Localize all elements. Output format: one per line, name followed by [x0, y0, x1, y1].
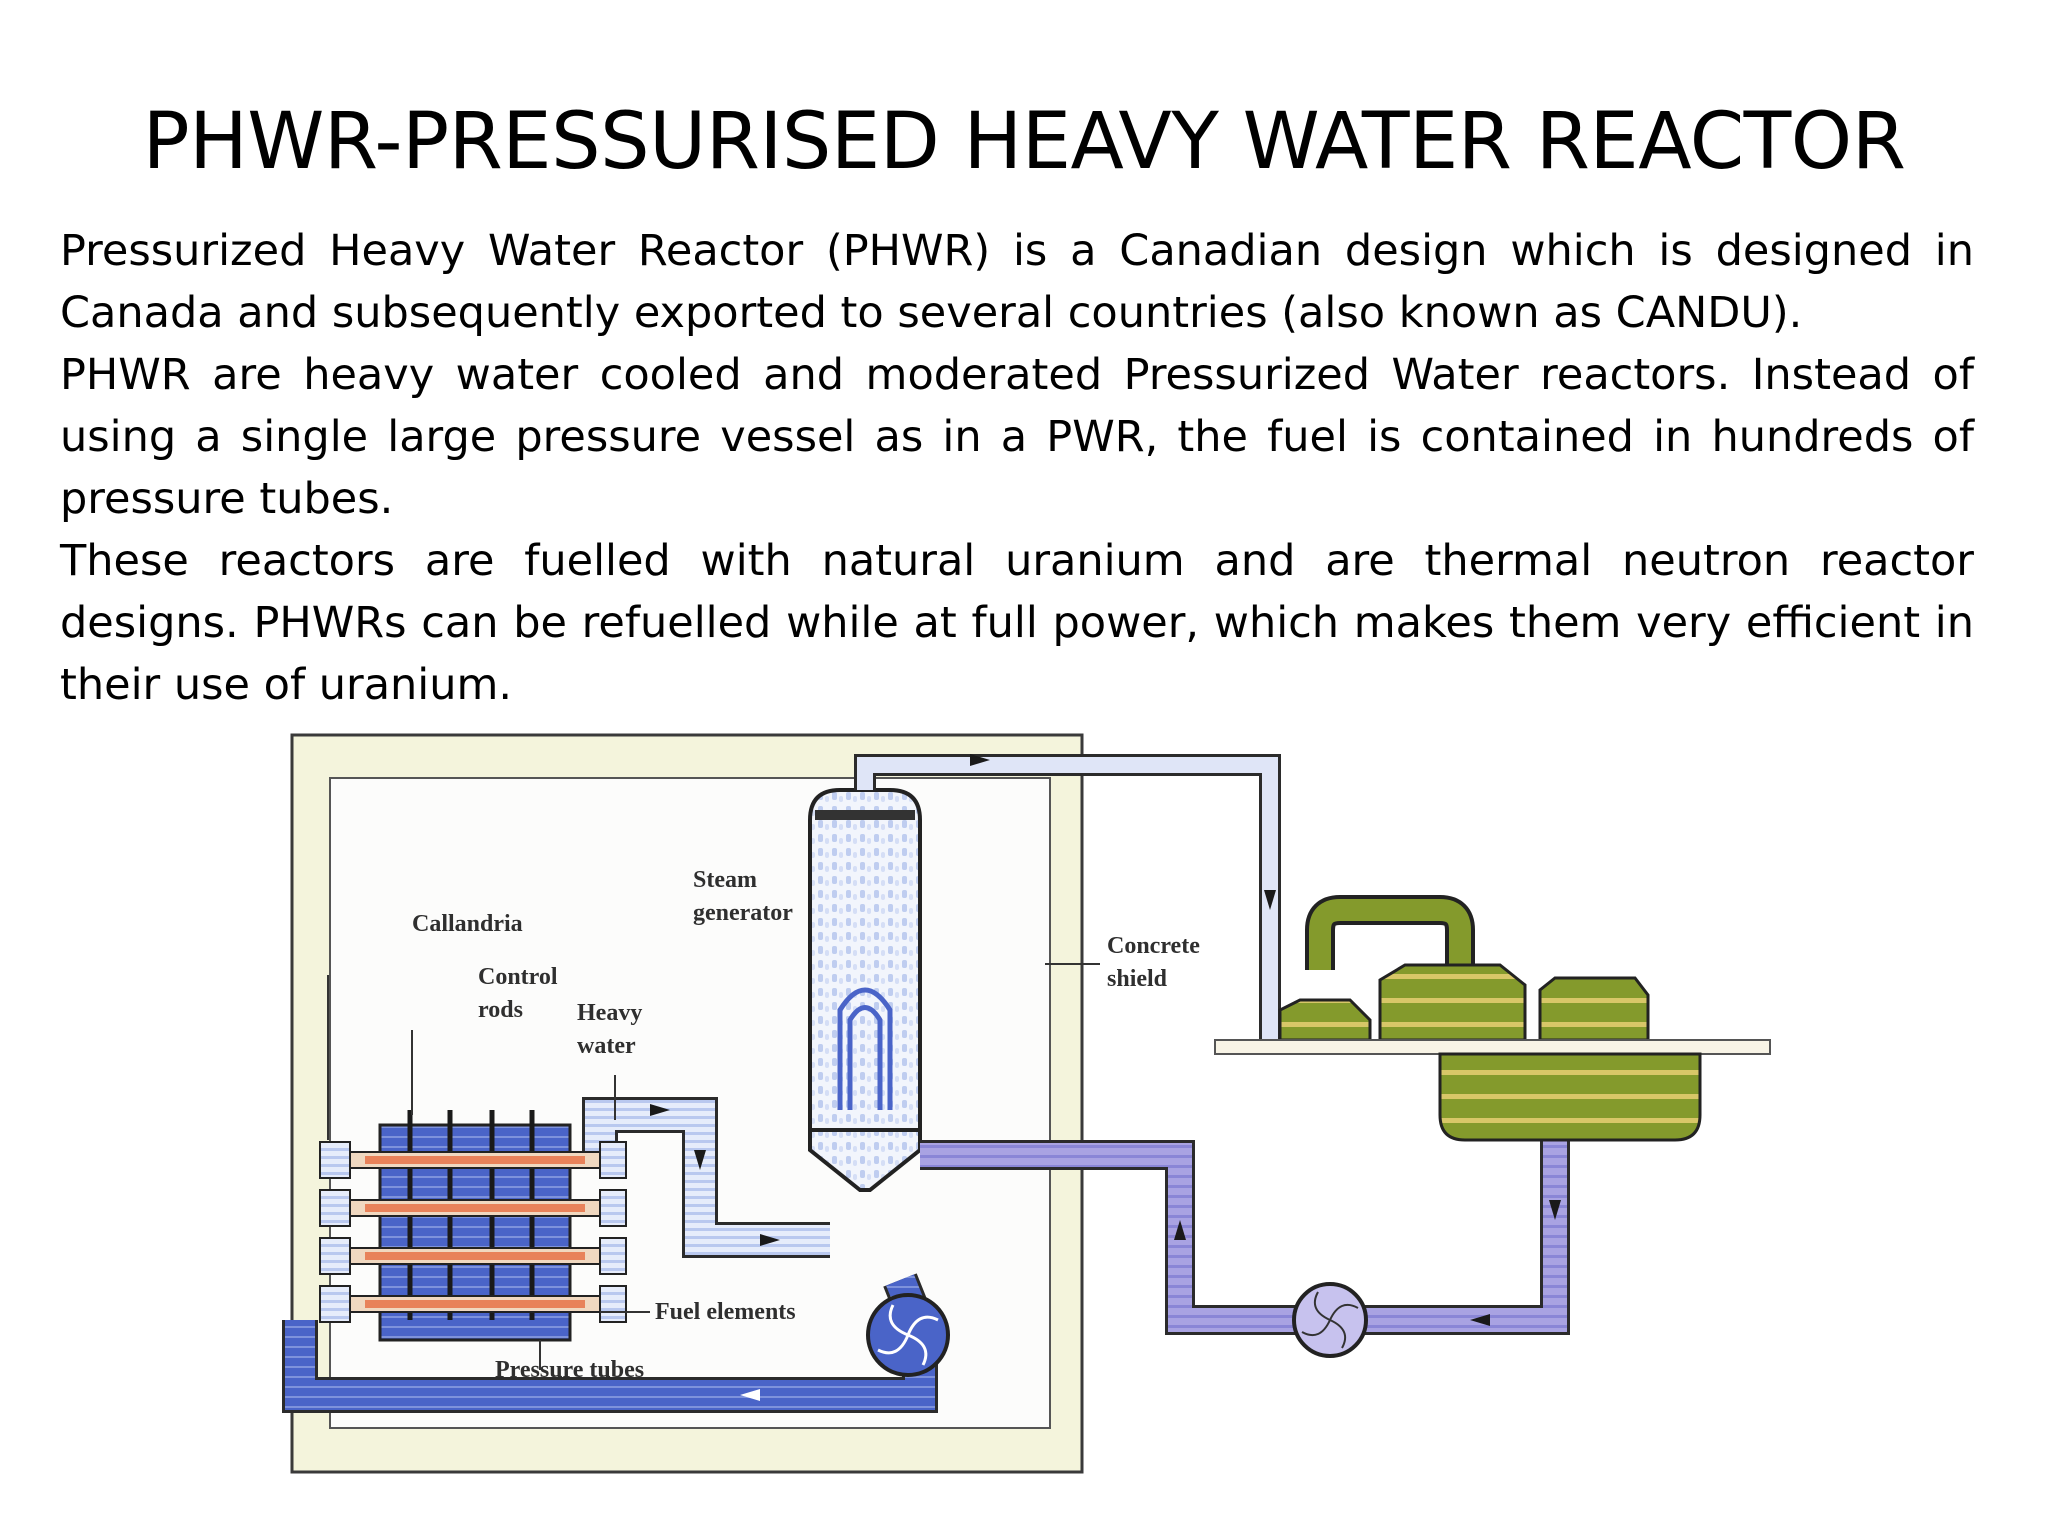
label-control-rods-line1: Control: [478, 964, 558, 990]
label-steam-generator-line2: generator: [693, 900, 793, 926]
label-heavy-water-line1: Heavy: [577, 1000, 642, 1026]
label-pressure-tubes: Pressure tubes: [495, 1357, 644, 1383]
label-concrete-shield-line2: shield: [1107, 966, 1168, 992]
flow-arrow: [1549, 1200, 1561, 1220]
steam-generator: [808, 788, 922, 1192]
flow-arrow: [970, 754, 990, 766]
label-heavy-water-line2: water: [577, 1033, 636, 1059]
flow-arrow: [650, 1104, 670, 1116]
hp-turbine: [1278, 998, 1372, 1042]
label-pointers: [327, 963, 1100, 1370]
generator: [1538, 976, 1650, 1042]
primary-pump: [866, 1293, 950, 1377]
flow-arrow: [760, 1234, 780, 1246]
steam-separators: [815, 810, 915, 820]
slide-body: Pressurized Heavy Water Reactor (PHWR) i…: [60, 220, 1974, 716]
label-control-rods-line2: rods: [478, 997, 523, 1023]
secondary-pump-impeller: [1301, 1291, 1359, 1349]
paragraph-intro: Pressurized Heavy Water Reactor (PHWR) i…: [60, 226, 1974, 338]
calandria: [319, 1110, 627, 1342]
label-fuel-elements: Fuel elements: [655, 1299, 796, 1325]
paragraph-fuel: These reactors are fuelled with natural …: [60, 536, 1974, 710]
lp-turbine: [1378, 963, 1527, 1042]
paragraph-design: PHWR are heavy water cooled and moderate…: [60, 350, 1974, 524]
label-steam-generator-line1: Steam: [693, 867, 757, 893]
flow-arrow: [694, 1150, 706, 1170]
flow-arrow: [1470, 1314, 1490, 1326]
label-callandria: Callandria: [412, 911, 523, 937]
end-fittings-right: [599, 1141, 627, 1323]
label-concrete-shield-line1: Concrete: [1107, 933, 1200, 959]
flow-arrow: [740, 1389, 760, 1401]
diagram-labels: Callandria Control rods Heavy water Stea…: [412, 867, 1200, 1383]
flow-arrow: [1264, 890, 1276, 910]
condenser: [1438, 1052, 1702, 1142]
u-tubes: [837, 987, 893, 1110]
phwr-diagram: Callandria Control rods Heavy water Stea…: [282, 733, 1771, 1474]
flow-arrow: [1174, 1220, 1186, 1240]
slide-title: PHWR-PRESSURISED HEAVY WATER REACTOR: [142, 97, 1906, 187]
secondary-pump: [1292, 1282, 1368, 1358]
pressure-tubes: [349, 1151, 601, 1313]
end-fittings-left: [319, 1141, 351, 1323]
primary-pump-impeller: [877, 1304, 939, 1366]
turbine-floor: [1214, 1039, 1771, 1055]
secondary-loop: [854, 754, 1570, 1335]
turbine-generator: [1214, 895, 1771, 1142]
